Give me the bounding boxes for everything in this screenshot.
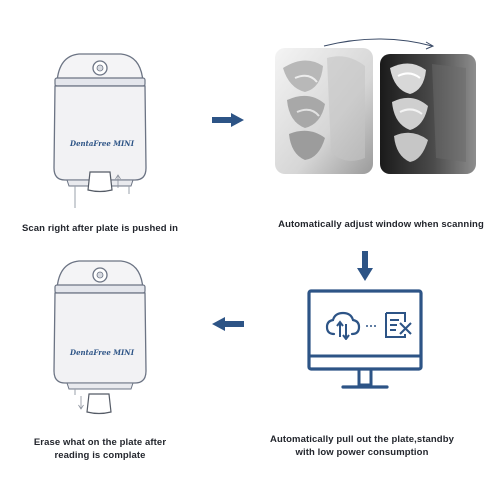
step-1-caption: Scan right after plate is pushed in (21, 223, 179, 234)
xray-film-adjusted (380, 54, 476, 174)
arrow-down-icon (357, 251, 373, 281)
xray-curve-arrow (320, 34, 440, 54)
step-4-caption: Erase what on the plate after reading is… (33, 437, 167, 461)
arrow-left-icon (212, 317, 244, 331)
imaging-plate-bottom (75, 392, 115, 422)
cloud-sync-icon (325, 310, 361, 340)
scanner-device-bottom: DentaFree MINI (45, 255, 155, 395)
imaging-plate-top (84, 168, 124, 198)
step-3-caption: Automatically pull out the plate,standby… (270, 434, 454, 458)
scanner-device-top: DentaFree MINI (45, 48, 155, 208)
arrow-right-icon (212, 113, 244, 127)
erase-document-icon (383, 310, 413, 340)
monitor-icon (305, 288, 425, 400)
device-brand-label: DentaFree MINI (70, 139, 134, 148)
device-brand-label-2: DentaFree MINI (70, 348, 134, 357)
step-2-caption: Automatically adjust window when scannin… (278, 219, 484, 230)
xray-film-unadjusted (275, 48, 373, 174)
